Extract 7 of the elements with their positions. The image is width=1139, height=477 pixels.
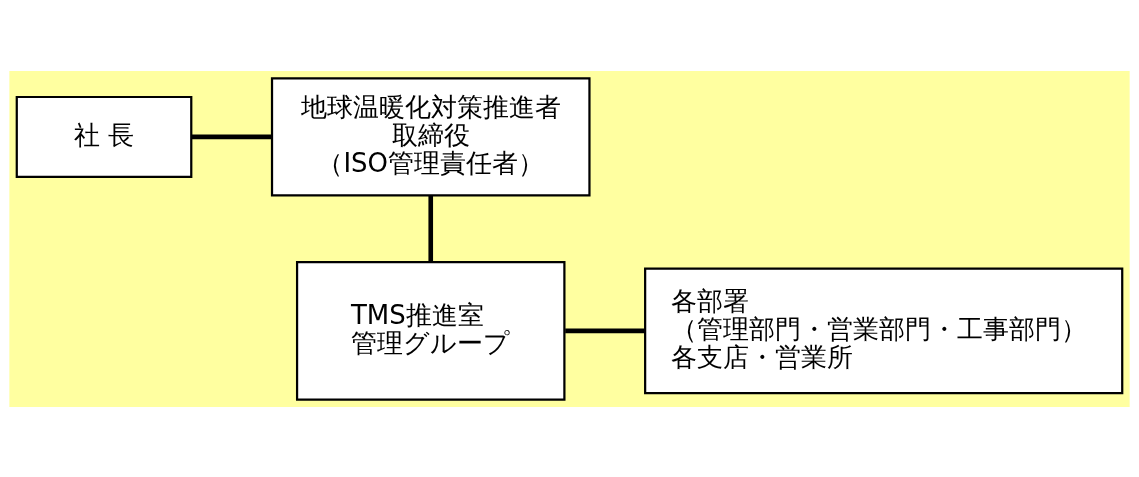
node-box: 社 長 (15, 95, 193, 178)
connector (428, 195, 434, 262)
connector (191, 134, 272, 139)
node-box: TMS推進室 管理グループ (295, 260, 566, 401)
connector (565, 328, 645, 333)
node-box: 地球温暖化対策推進者 取締役 （ISO管理責任者） (270, 76, 591, 196)
node-box: 各部署 （管理部門・営業部門・工事部門） 各支店・営業所 (644, 267, 1124, 394)
